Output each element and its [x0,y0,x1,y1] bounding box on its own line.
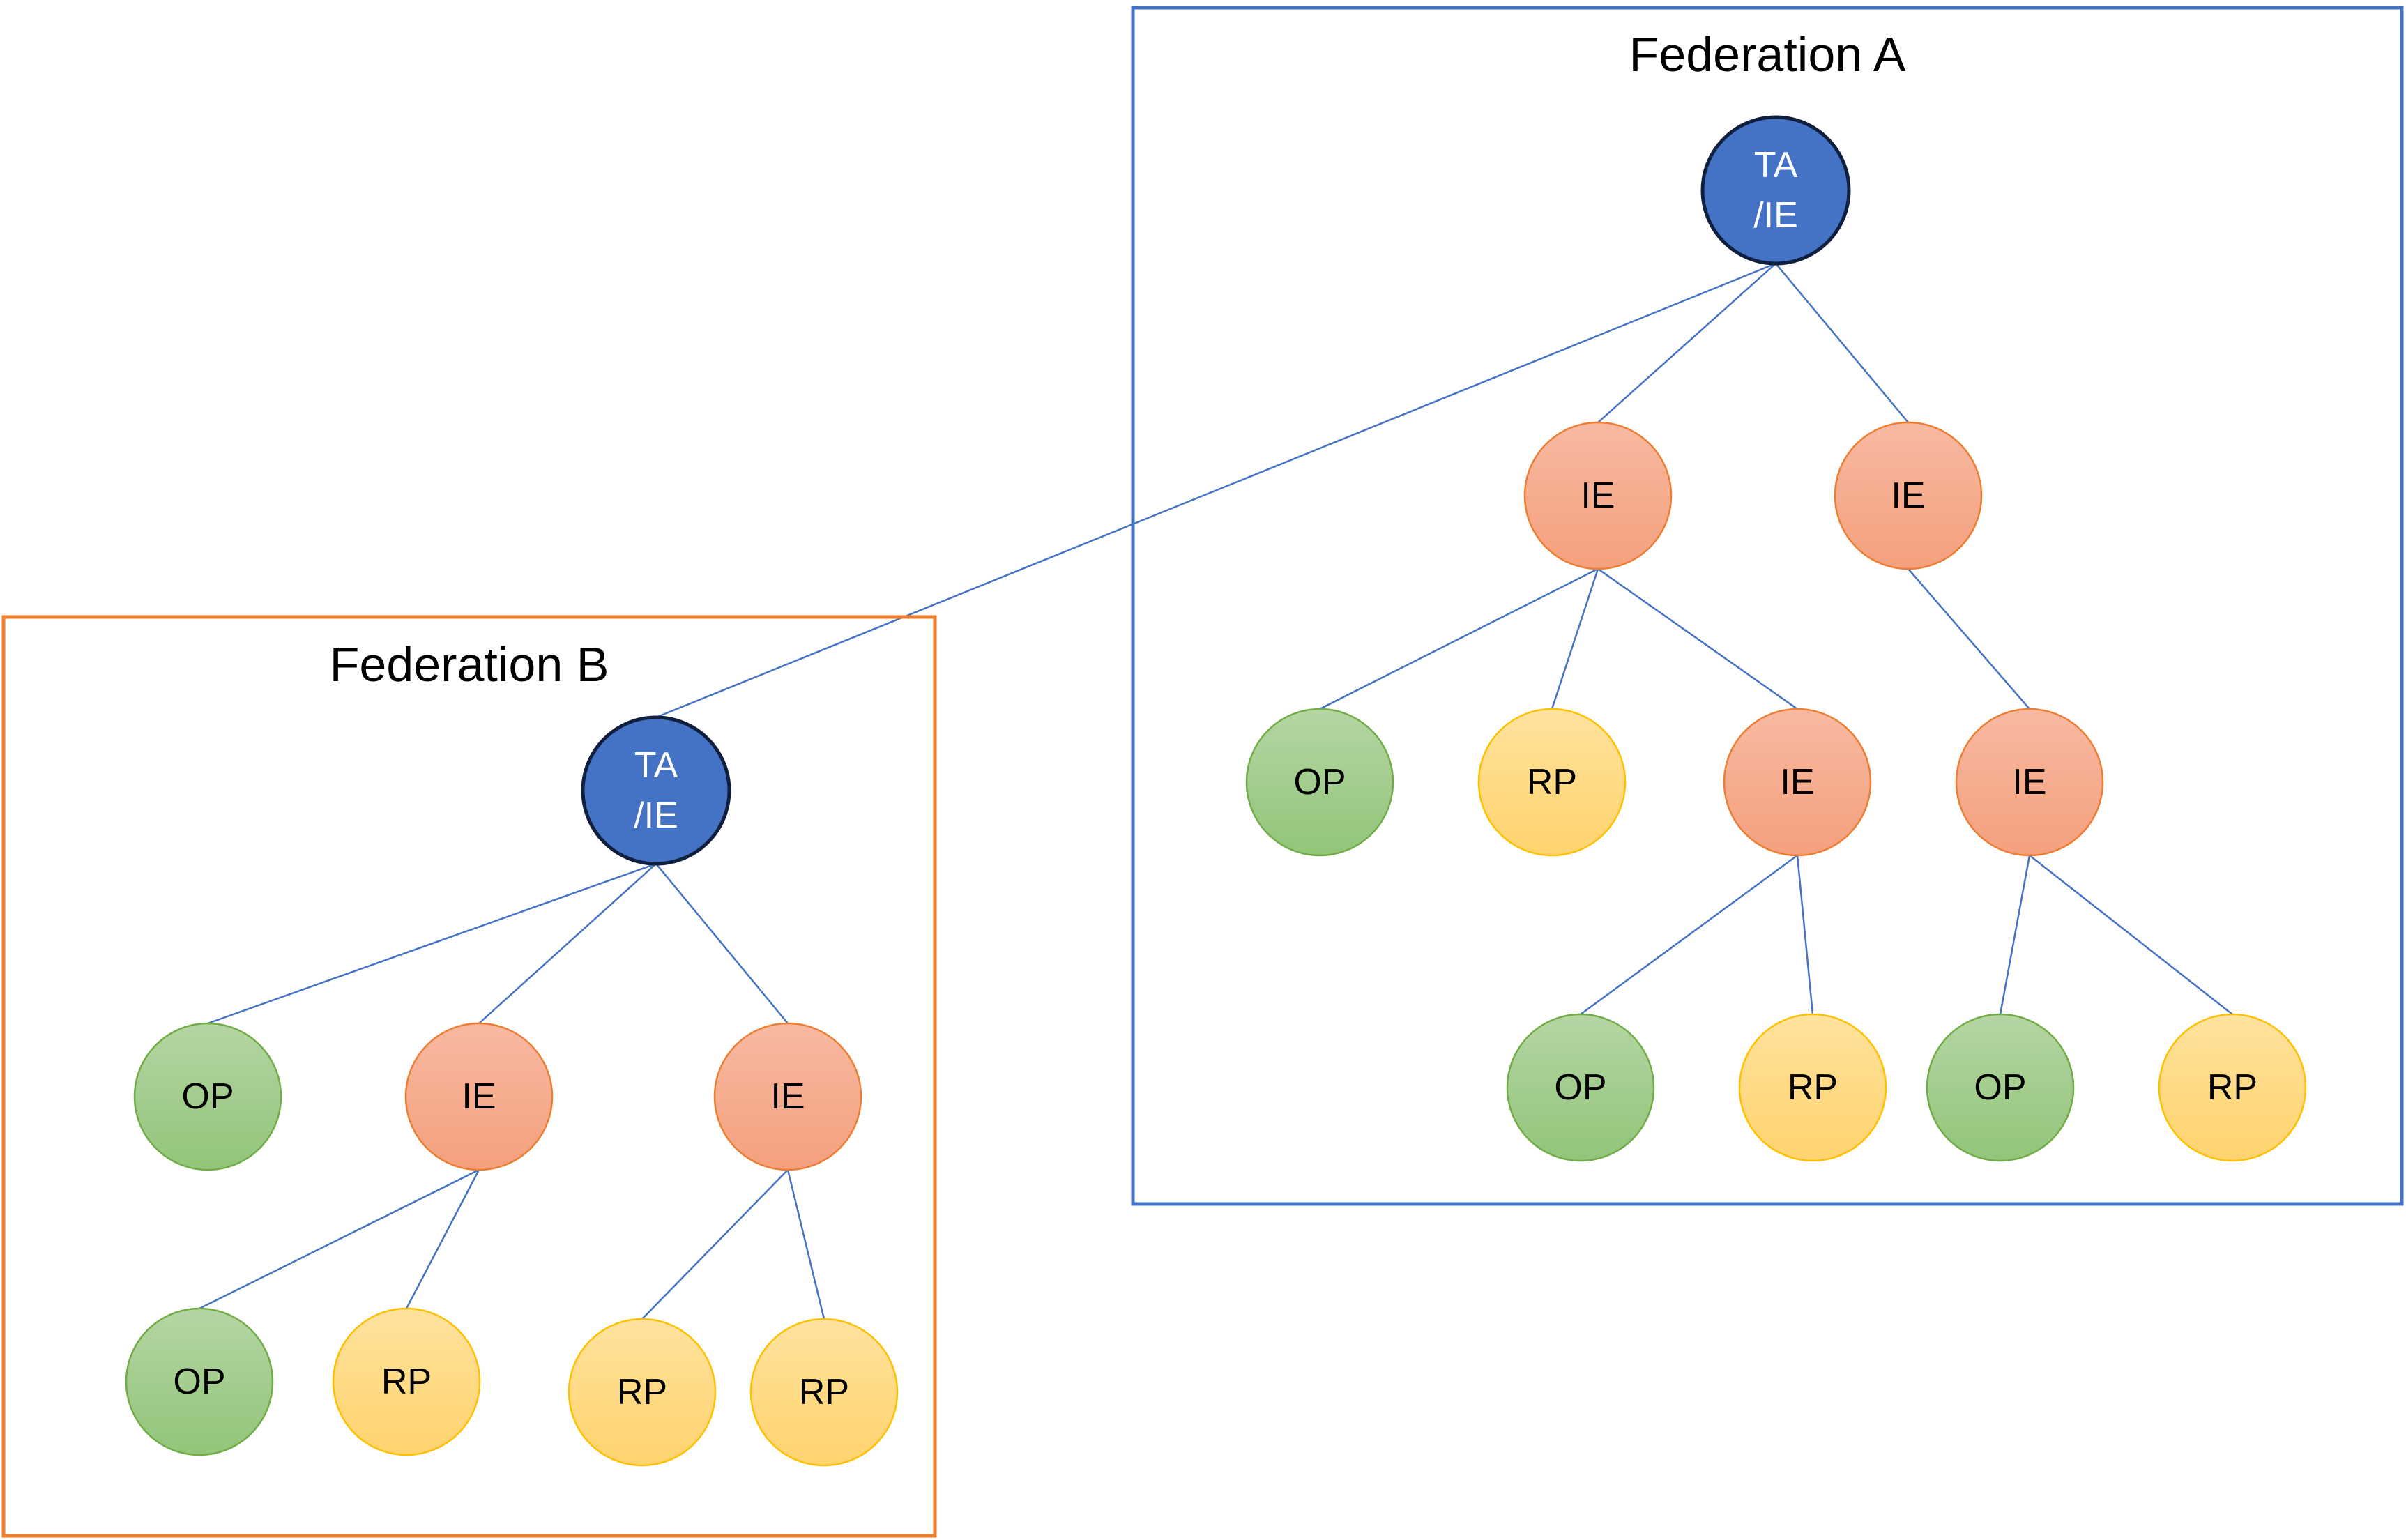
node-ta-a_ta: TA/IE [1700,115,1851,266]
edge-a_ie3-to-a_op2 [1580,854,1798,1016]
node-label: OP [1554,1067,1606,1108]
node-circle [1700,115,1851,266]
node-circle [1723,708,1872,857]
federation-a-title: Federation A [1629,27,1906,82]
node-ta-b_ta: TA/IE [581,715,731,866]
node-op-a_op2: OP [1506,1013,1655,1162]
node-circle [2158,1013,2307,1162]
node-circle [568,1318,717,1467]
edge-a_ie3-to-a_rp2 [1796,855,1814,1015]
node-rp-b_rp1: RP [332,1307,481,1456]
node-circle [1834,421,1983,570]
node-label: TA [634,745,678,786]
node-rp-b_rp2: RP [568,1318,717,1467]
node-circle [332,1307,481,1456]
edge-b_ie1-to-b_op2 [199,1168,480,1310]
node-circle [1477,708,1627,857]
node-label: TA [1754,145,1798,185]
nodes-layer: TA/IE IE IE OP RP IE IE OP RP OP RP TA/IE OP IE IE OP RP… [125,115,2307,1467]
node-ie-b_ie2: IE [713,1022,862,1171]
node-circle [1245,708,1394,857]
edge-b_ie2-to-b_rp2 [641,1169,789,1320]
edge-a_ta-to-b_ta [655,262,1776,719]
node-label: OP [181,1076,234,1117]
node-op-a_op3: OP [1926,1013,2075,1162]
node-label: IE [1780,762,1814,802]
edge-b_ie1-to-b_rp1 [405,1169,480,1309]
edge-a_ie1-to-a_ie3 [1597,567,1798,710]
node-circle [133,1022,282,1171]
edge-b_ta-to-b_ie1 [478,863,657,1024]
node-rp-b_rp3: RP [749,1318,899,1467]
node-circle [713,1022,862,1171]
node-ie-b_ie1: IE [404,1022,554,1171]
edge-a_ta-to-a_ie2 [1775,263,1909,423]
node-circle [1955,708,2104,857]
node-label: IE [462,1076,496,1117]
node-ie-a_ie2: IE [1834,421,1983,570]
node-label: RP [381,1362,432,1402]
edges-layer [199,262,2233,1320]
edge-b_ie2-to-b_rp3 [786,1169,825,1320]
node-circle [404,1022,554,1171]
node-label: OP [1293,762,1346,802]
node-circle [1926,1013,2075,1162]
node-op-b_op2: OP [125,1307,274,1456]
node-op-b_op1: OP [133,1022,282,1171]
edge-a_ie1-to-a_op1 [1319,567,1599,710]
node-label: /IE [634,795,678,836]
federation-b-title: Federation B [330,637,609,692]
node-label: OP [1974,1067,2026,1108]
node-label: /IE [1753,195,1798,236]
edge-a_ta-to-a_ie1 [1597,263,1776,423]
node-ie-a_ie1: IE [1523,421,1673,570]
node-op-a_op1: OP [1245,708,1394,857]
node-circle [749,1318,899,1467]
node-label: IE [2012,762,2046,802]
node-rp-a_rp3: RP [2158,1013,2307,1162]
federation-b-box [1,615,937,1538]
node-label: RP [617,1372,667,1412]
node-label: RP [1788,1067,1838,1108]
edge-a_ie1-to-a_rp1 [1551,568,1599,710]
node-rp-a_rp1: RP [1477,708,1627,857]
edge-a_ie2-to-a_ie4 [1908,568,2030,710]
node-label: RP [799,1372,849,1412]
node-ie-a_ie4: IE [1955,708,2104,857]
federation-a-box [1131,6,2404,1206]
node-circle [1506,1013,1655,1162]
edge-b_ta-to-b_ie2 [655,863,789,1024]
node-label: IE [770,1076,805,1117]
node-label: RP [2207,1067,2257,1108]
edge-b_ta-to-b_op1 [207,862,657,1025]
node-label: IE [1891,475,1925,516]
node-ie-a_ie3: IE [1723,708,1872,857]
node-label: OP [173,1362,225,1402]
node-circle [125,1307,274,1456]
node-circle [1523,421,1673,570]
edge-a_ie4-to-a_rp3 [2029,855,2233,1015]
node-label: RP [1527,762,1577,802]
node-label: IE [1581,475,1615,516]
node-rp-a_rp2: RP [1738,1013,1887,1162]
node-circle [581,715,731,866]
edge-a_ie4-to-a_op3 [1999,855,2031,1015]
node-circle [1738,1013,1887,1162]
